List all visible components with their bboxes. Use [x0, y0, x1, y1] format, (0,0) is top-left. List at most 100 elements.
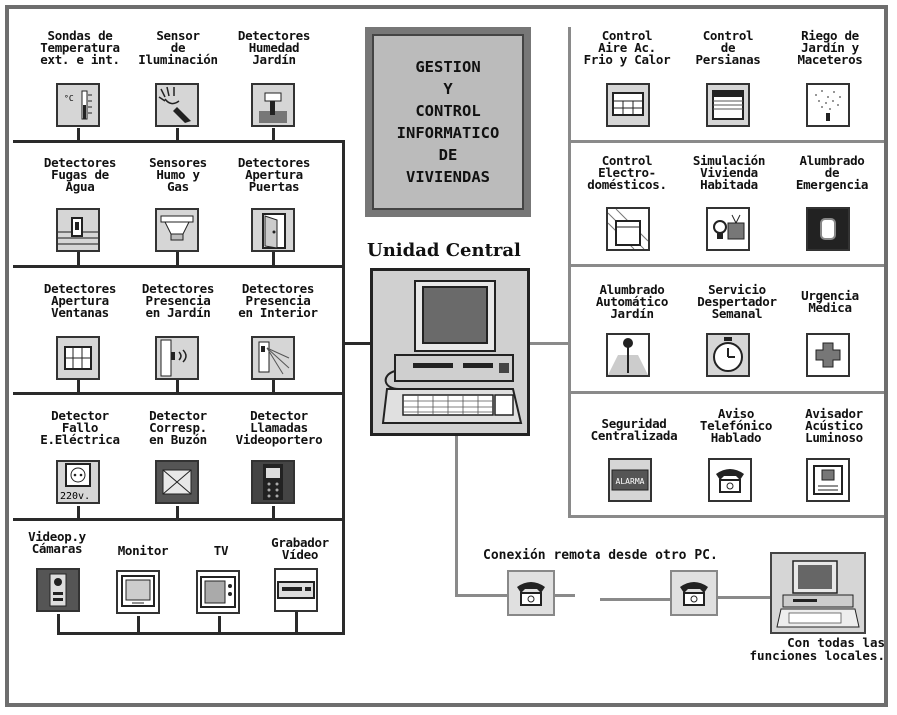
right-connector-line [568, 140, 884, 143]
title-line: GESTION [415, 56, 480, 78]
remote-connection-label: Conexión remota desde otro PC. [483, 548, 718, 563]
item-label: Riego de Jardín y Maceteros [782, 30, 878, 66]
item-label: Sondas de Temperatura ext. e int. [28, 30, 132, 66]
vcr-icon [274, 568, 318, 612]
title-line: VIVIENDAS [406, 166, 490, 188]
tv-icon [196, 570, 240, 614]
telephone-icon [708, 458, 752, 502]
item-label: Control de Persianas [686, 30, 770, 66]
mailbox-icon [155, 460, 199, 504]
item-label: Detectores Fugas de Agua [28, 157, 132, 193]
title-line: Y [443, 78, 452, 100]
connector-stub [176, 380, 179, 393]
alarm-box-label: ALARMA [616, 477, 645, 486]
humidity-icon [251, 83, 295, 127]
emergency-light-icon [806, 207, 850, 251]
left-connector-line [57, 632, 345, 635]
videointercom-icon [251, 460, 295, 504]
computer-icon [373, 271, 527, 433]
connector-stub [272, 252, 275, 265]
item-label: Detectores Apertura Ventanas [28, 283, 132, 319]
item-label: Servicio Despertador Semanal [686, 284, 788, 320]
item-label: Detector Fallo E.Eléctrica [28, 410, 132, 446]
connector-stub [272, 506, 275, 519]
title-line: DE [439, 144, 458, 166]
item-label: Grabador Vídeo [260, 537, 340, 561]
thermometer-icon: °C [56, 83, 100, 127]
remote-connector-line [555, 594, 575, 597]
garden-presence-icon [155, 336, 199, 380]
item-label: Detectores Presencia en Jardín [130, 283, 226, 319]
item-label: Sensores Humo y Gas [136, 157, 220, 193]
item-label: Detectores Humedad Jardín [226, 30, 322, 66]
connector-stub [176, 506, 179, 519]
clock-icon [706, 333, 750, 377]
telephone-icon [670, 570, 718, 616]
smoke-gas-icon [155, 208, 199, 252]
left-connector-line [345, 342, 370, 345]
connector-stub [57, 614, 60, 634]
connector-stub [176, 128, 179, 141]
item-label: Alumbrado Automático Jardín [580, 284, 684, 320]
left-connector-line [13, 265, 343, 268]
connector-stub [218, 616, 221, 634]
water-leak-icon [56, 208, 100, 252]
item-label: Simulación Vivienda Habitada [684, 155, 774, 191]
blinds-icon [706, 83, 750, 127]
telephone-icon [507, 570, 555, 616]
door-icon [251, 208, 295, 252]
right-connector-line [530, 342, 570, 345]
item-label: Aviso Telefónico Hablado [690, 408, 782, 444]
central-unit-label: Unidad Central [367, 240, 521, 261]
right-connector-line [568, 27, 571, 517]
remote-connector-line [600, 598, 675, 601]
monitor-icon [116, 570, 160, 614]
camera-icon [36, 568, 80, 612]
item-label: Detectores Apertura Puertas [226, 157, 322, 193]
power-outlet-icon: 220v. [56, 460, 100, 504]
connector-stub [272, 128, 275, 141]
title-line: INFORMATICO [397, 122, 500, 144]
item-label: Videop.y Cámaras [20, 531, 94, 555]
right-connector-line [568, 515, 884, 518]
lamp-tv-icon [706, 207, 750, 251]
item-label: TV [196, 545, 246, 557]
item-label: Urgencia Médica [786, 290, 874, 314]
remote-connector-line [715, 596, 770, 599]
connector-stub [176, 252, 179, 265]
title-line: CONTROL [415, 100, 480, 122]
title-box: GESTION Y CONTROL INFORMATICO DE VIVIEND… [372, 34, 524, 210]
appliance-icon [606, 207, 650, 251]
item-label: Seguridad Centralizada [578, 418, 690, 442]
item-label: Sensor de Iluminación [136, 30, 220, 66]
connector-stub [77, 506, 80, 519]
remote-pc-caption: Con todas las funciones locales. [745, 636, 885, 662]
item-label: Monitor [108, 545, 178, 557]
light-sensor-icon [155, 83, 199, 127]
garden-lamp-icon [606, 333, 650, 377]
irrigation-icon [806, 83, 850, 127]
connector-stub [77, 252, 80, 265]
air-conditioning-icon [606, 83, 650, 127]
remote-pc-icon [770, 552, 866, 634]
left-connector-line [342, 140, 345, 635]
medical-cross-icon [806, 333, 850, 377]
item-label: Detectores Presencia en Interior [226, 283, 330, 319]
connector-stub [272, 380, 275, 393]
item-label: Alumbrado de Emergencia [780, 155, 884, 191]
window-icon [56, 336, 100, 380]
central-unit [370, 268, 530, 436]
item-label: Control Electro- domésticos. [578, 155, 676, 191]
connector-stub [77, 128, 80, 141]
remote-connector-line [455, 436, 458, 596]
right-connector-line [568, 391, 884, 394]
item-label: Control Aire Ac. Frio y Calor [582, 30, 672, 66]
right-connector-line [568, 264, 884, 267]
item-label: Avisador Acústico Luminoso [786, 408, 882, 444]
item-label: Detector Corresp. en Buzón [136, 410, 220, 446]
connector-stub [77, 380, 80, 393]
alarm-icon: ALARMA [608, 458, 652, 502]
svg-text:°C: °C [64, 94, 74, 103]
connector-stub [295, 610, 298, 634]
remote-connector-line [455, 594, 507, 597]
